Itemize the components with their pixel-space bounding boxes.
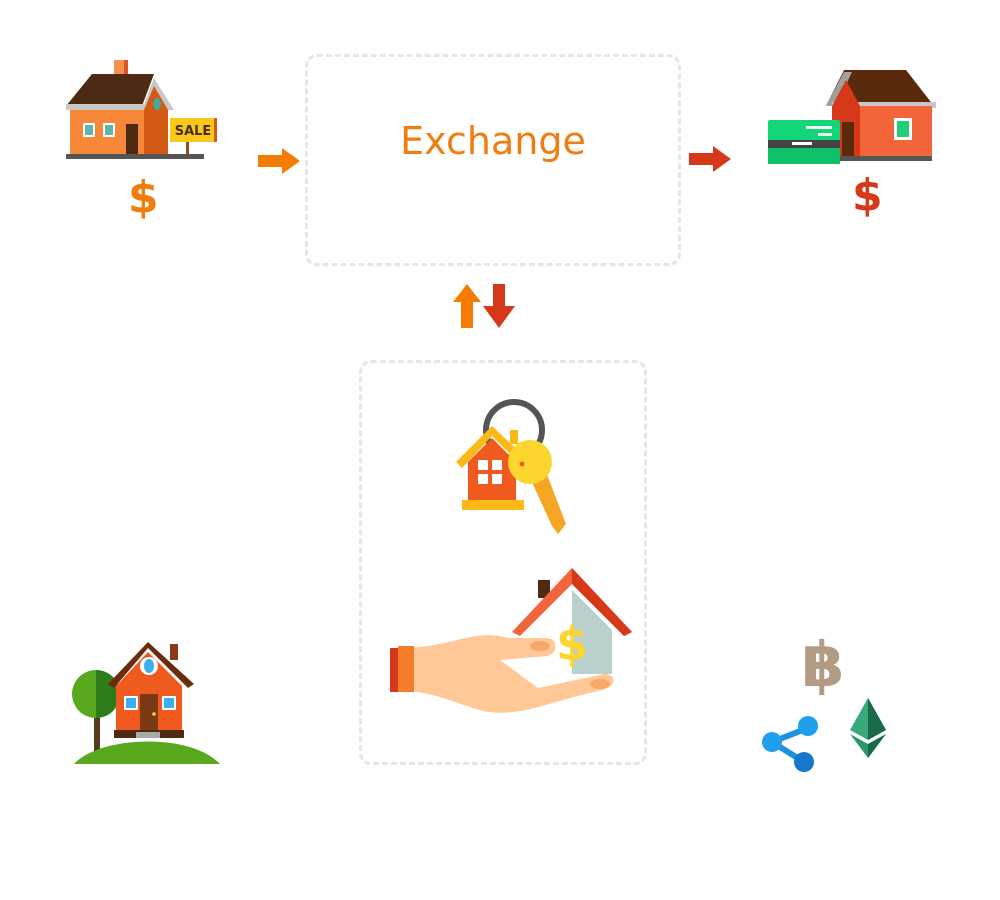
exchange-flow-arrows [453,284,519,330]
arrow-right-icon [258,148,300,174]
seller-price-dollar: $ [128,172,159,223]
arrow-down-icon [483,284,515,328]
exchange-label: Exchange [400,119,586,163]
hand-holding-house: $ [388,566,634,722]
arrow-right-icon [689,146,731,172]
arrow-up-icon [453,284,481,328]
property-box [359,360,647,765]
svg-text:$: $ [556,617,588,671]
svg-text:฿: ฿ [801,628,844,701]
ripple-icon [762,716,818,772]
owned-house [70,636,222,766]
house-with-credit-card-icon [768,70,936,164]
exchange-box: Exchange [305,54,681,266]
ethereum-icon [850,698,886,758]
svg-text:SALE: SALE [175,124,212,139]
bitcoin-icon: ฿ [801,628,844,701]
house-keychain [450,392,580,538]
house-keychain-icon [456,399,566,534]
house-for-sale-icon: SALE [66,60,217,159]
seller-house: SALE [62,56,222,162]
crypto-assets: ฿ [760,628,894,774]
buyer-house [766,66,938,166]
hand-holding-house-dollar-icon: $ [390,568,632,713]
buyer-price-dollar: $ [852,170,883,221]
house-on-hill-icon [72,642,220,764]
arrow-right-red [689,146,731,172]
arrow-right-orange [258,148,300,174]
